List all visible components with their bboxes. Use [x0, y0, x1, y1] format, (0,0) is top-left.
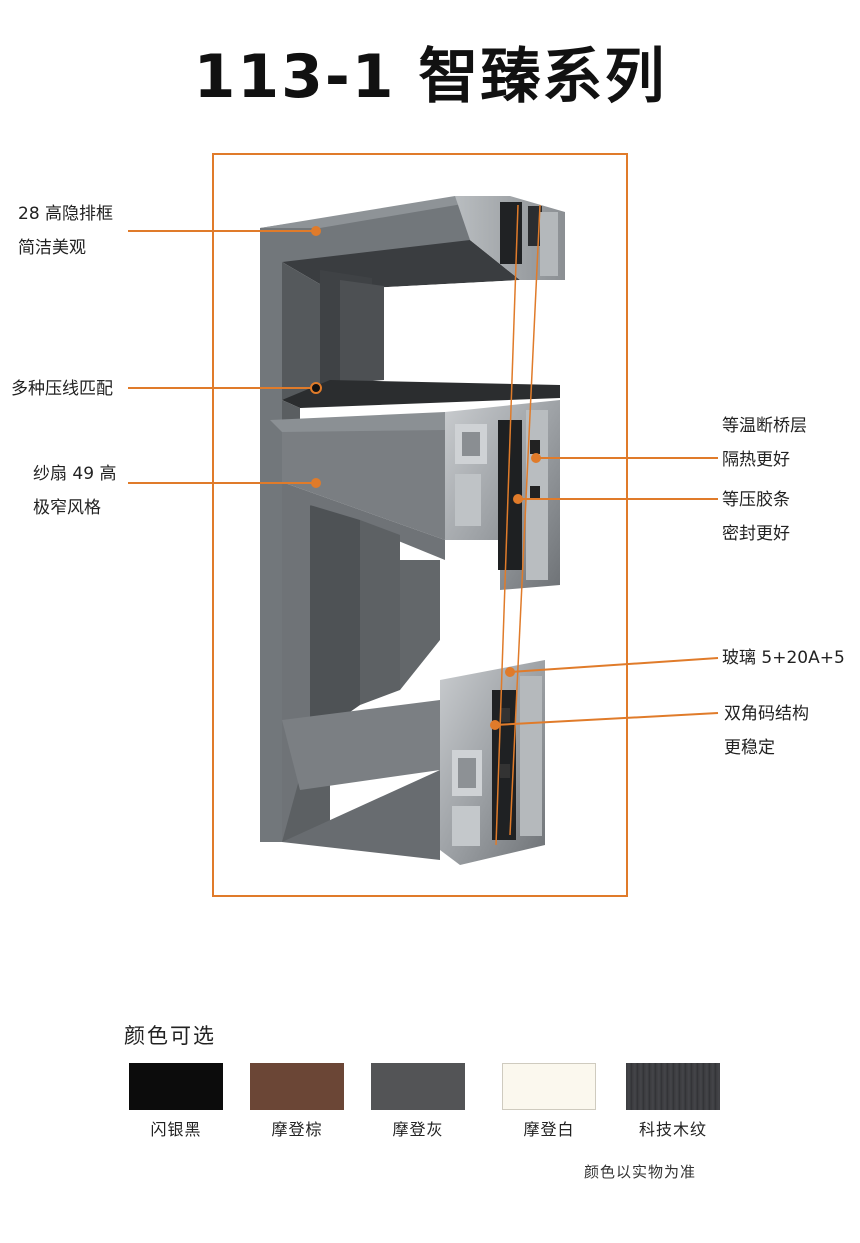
swatch-modern-gray[interactable] [371, 1063, 465, 1110]
callout-line: 简洁美观 [18, 238, 86, 258]
callout-line: 更稳定 [724, 738, 775, 758]
swatch-modern-white[interactable] [502, 1063, 596, 1110]
swatch-label: 闪银黑 [150, 1120, 202, 1139]
swatch-label: 科技木纹 [638, 1120, 707, 1139]
callout-corner-joint: 双角码结构 更稳定 [724, 697, 809, 765]
callout-bead-match: 多种压线匹配 [11, 372, 113, 406]
callout-frame-height: 28 高隐排框 简洁美观 [18, 197, 113, 265]
callout-line: 玻璃 5+20A+5 [722, 648, 845, 668]
callout-line: 多种压线匹配 [11, 379, 113, 399]
callout-line: 等温断桥层 [722, 416, 807, 436]
swatch-flash-silver-black[interactable] [129, 1063, 223, 1110]
product-frame-border [212, 153, 628, 897]
callout-line: 双角码结构 [724, 704, 809, 724]
swatch-modern-brown[interactable] [250, 1063, 344, 1110]
callout-thermal-break: 等温断桥层 隔热更好 [722, 409, 807, 477]
swatch-tech-woodgrain[interactable] [626, 1063, 720, 1110]
color-disclaimer: 颜色以实物为准 [584, 1163, 697, 1181]
callout-line: 纱扇 49 高 [33, 464, 117, 484]
swatch-label: 摩登白 [523, 1120, 575, 1139]
callout-gasket: 等压胶条 密封更好 [722, 483, 790, 551]
outer-frame-face [260, 196, 470, 842]
page-title: 113-1 智臻系列 [193, 42, 667, 112]
callout-line: 隔热更好 [722, 450, 790, 470]
callout-line: 等压胶条 [722, 490, 790, 510]
color-options-title: 颜色可选 [124, 1024, 216, 1048]
callout-line: 极窄风格 [33, 498, 101, 518]
swatch-label: 摩登棕 [271, 1120, 323, 1139]
callout-line: 密封更好 [722, 524, 790, 544]
callout-glass: 玻璃 5+20A+5 [722, 641, 845, 675]
callout-line: 28 高隐排框 [18, 204, 114, 224]
swatch-label: 摩登灰 [392, 1120, 444, 1139]
callout-screen-sash: 纱扇 49 高 极窄风格 [33, 457, 116, 525]
